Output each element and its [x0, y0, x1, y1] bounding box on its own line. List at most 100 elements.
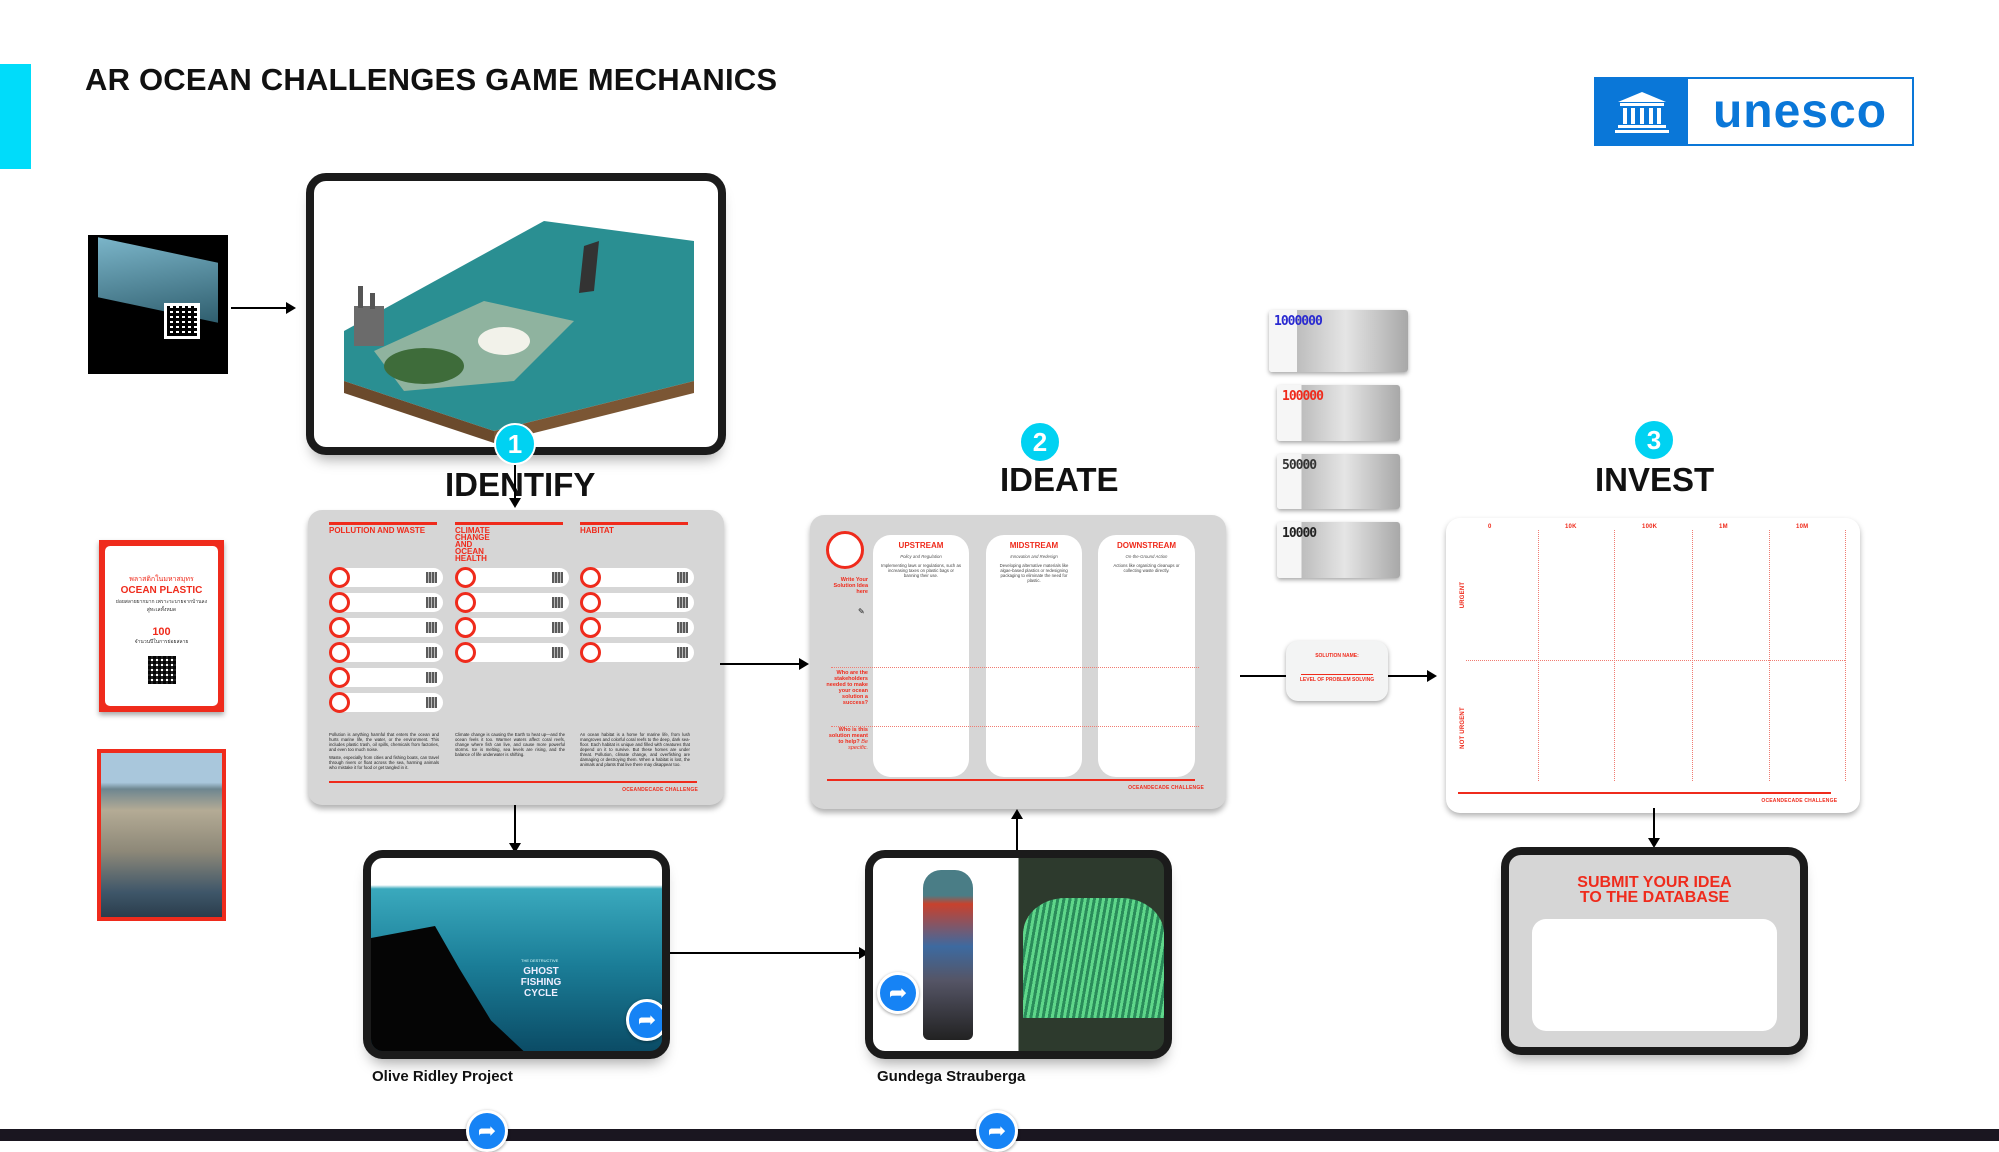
column-heading-climate: CLIMATE CHANGE AND OCEAN HEALTH	[455, 522, 563, 563]
stage-invest-label: INVEST	[1595, 461, 1715, 498]
issue-slot[interactable]	[329, 667, 443, 688]
banknote-value: 10000	[1282, 526, 1317, 541]
qr-code-icon	[677, 647, 688, 658]
knitted-figure-image	[923, 870, 973, 1040]
banknote-1000000: 1000000	[1269, 310, 1408, 372]
submit-input-area[interactable]	[1532, 919, 1777, 1031]
arrowhead-icon	[799, 658, 809, 670]
card-footer: OCEANDECADE CHALLENGE	[1128, 785, 1204, 791]
credit-olive-ridley: Olive Ridley Project	[372, 1068, 513, 1085]
share-button[interactable]: ➦	[976, 1110, 1018, 1152]
qr-code-icon	[426, 622, 437, 633]
column-heading-habitat: HABITAT	[580, 522, 688, 535]
arrowhead-icon	[509, 498, 521, 508]
investment-level-label: 1M	[1719, 523, 1728, 530]
issue-slot[interactable]	[455, 617, 569, 638]
issue-slot[interactable]	[455, 592, 569, 613]
midstream-desc: Developing alternative materials like al…	[999, 563, 1069, 583]
issue-slot[interactable]	[329, 617, 443, 638]
share-button[interactable]: ➦	[466, 1110, 508, 1152]
midstream-sub: Innovation and Redesign	[1010, 554, 1058, 559]
banknote-10000: 10000	[1277, 522, 1400, 578]
token-circle	[580, 617, 601, 638]
ghost-fishing-title: GHOST FISHING CYCLE	[520, 966, 562, 999]
column-heading-pollution: POLLUTION AND WASTE	[329, 522, 437, 535]
investment-level-label: 10K	[1565, 523, 1577, 530]
upstream-heading: UPSTREAM	[898, 541, 944, 550]
dotted-divider	[831, 726, 1199, 727]
arrow-olive-to-gundega	[670, 952, 860, 954]
prompt-beneficiaries-text: Who is this solution meant to help?	[828, 727, 868, 745]
banknote-50000: 50000	[1277, 454, 1400, 509]
issue-slot[interactable]	[580, 567, 694, 588]
stage-3-badge: 3	[1633, 419, 1675, 461]
solution-name-label: SOLUTION NAME:	[1315, 653, 1359, 659]
token-circle	[329, 692, 350, 713]
grid-line	[1768, 529, 1770, 781]
issue-slot[interactable]	[455, 642, 569, 663]
prompt-solution-idea: Write Your Solution Idea here	[833, 577, 868, 595]
share-button[interactable]: ➦	[877, 972, 919, 1014]
stage-1-badge: 1	[494, 423, 536, 465]
qr-code-icon	[147, 656, 176, 684]
pencil-icon: ✎	[858, 607, 865, 616]
unesco-logo: unesco	[1594, 77, 1914, 146]
qr-code-icon	[426, 672, 437, 683]
token-circle	[580, 567, 601, 588]
dotted-divider	[831, 667, 1199, 668]
qr-code-icon	[164, 303, 200, 339]
ghost-fishing-kicker: THE DESTRUCTIVE	[521, 958, 559, 963]
share-button[interactable]: ➦	[626, 999, 662, 1041]
issue-slot[interactable]	[329, 692, 443, 713]
token-circle	[455, 642, 476, 663]
token-circle	[329, 567, 350, 588]
upstream-desc: Implementing laws or regulations, such a…	[881, 563, 962, 578]
card-value-label: จำนวนปีในการย่อยสลาย	[134, 639, 189, 645]
arrowhead-icon	[509, 843, 521, 853]
issue-slot[interactable]	[580, 592, 694, 613]
qr-code-icon	[552, 572, 563, 583]
banknote-value: 100000	[1282, 389, 1324, 404]
token-circle	[329, 617, 350, 638]
arrow-identify-to-olive	[514, 805, 516, 845]
habitat-description: An ocean habitat is a home for marine li…	[580, 732, 690, 767]
issue-slot[interactable]	[580, 617, 694, 638]
issue-slot[interactable]	[329, 642, 443, 663]
issue-slot[interactable]	[329, 592, 443, 613]
arrowhead-icon	[1011, 809, 1023, 819]
pollution-description: Pollution is anything harmful that enter…	[329, 732, 439, 770]
grid-line	[1845, 529, 1847, 781]
qr-code-icon	[426, 572, 437, 583]
solution-name-token[interactable]: SOLUTION NAME: LEVEL OF PROBLEM SOLVING	[1286, 641, 1388, 701]
divider	[827, 779, 1195, 781]
issue-slot[interactable]	[329, 567, 443, 588]
solution-circle[interactable]	[826, 531, 864, 569]
prompt-beneficiaries: Who is this solution meant to help? Be s…	[824, 727, 868, 751]
logo-wordmark: unesco	[1712, 85, 1888, 138]
issue-slot[interactable]	[580, 642, 694, 663]
qr-code-icon	[552, 597, 563, 608]
arrow-tablet-to-identify	[514, 465, 516, 500]
issue-slot[interactable]	[455, 567, 569, 588]
investment-level-label: 100K	[1642, 523, 1658, 530]
ar-scene-tablet	[306, 173, 726, 455]
grid-line	[1614, 529, 1616, 781]
waste-text: Waste, especially from cities and fishin…	[329, 755, 439, 770]
arrow-ideate-to-solution	[1240, 675, 1286, 677]
divider	[1458, 792, 1831, 795]
grid-line	[1537, 529, 1539, 781]
card-title: OCEAN PLASTIC	[120, 585, 203, 596]
ocean-plastic-card: พลาสติกในมหาสมุทร OCEAN PLASTIC ย่อยสลาย…	[99, 540, 224, 712]
card-value: 100	[152, 626, 171, 638]
grid-line	[1691, 529, 1693, 781]
submit-title-line1: SUBMIT YOUR IDEA	[1577, 874, 1732, 891]
upstream-sub: Policy and Regulation	[900, 554, 942, 559]
page-title: AR OCEAN CHALLENGES GAME MECHANICS	[85, 62, 778, 97]
investment-level-label: 10M	[1796, 523, 1809, 530]
token-circle	[329, 642, 350, 663]
qr-code-icon	[552, 647, 563, 658]
arrow-gundega-to-ideate	[1016, 818, 1018, 852]
